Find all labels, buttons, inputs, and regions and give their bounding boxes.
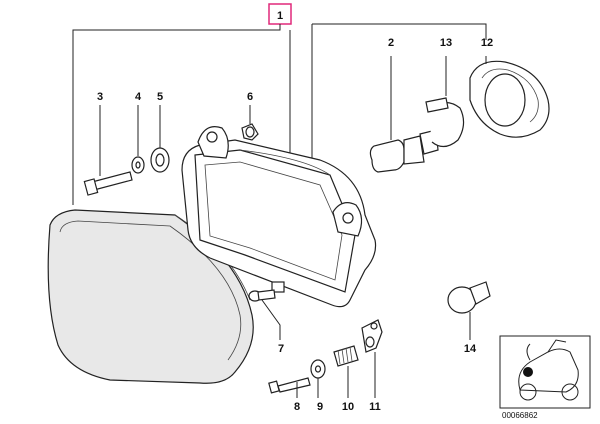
callout-7[interactable]: 7 — [278, 343, 284, 355]
part-6-bushing[interactable] — [241, 105, 259, 141]
reference-number: 00066862 — [502, 411, 538, 420]
callout-9[interactable]: 9 — [317, 401, 323, 413]
part-7-bolt[interactable] — [248, 289, 281, 340]
scooter-icon — [518, 339, 579, 401]
main-callout-label: 1 — [277, 10, 283, 22]
part-4-washer[interactable] — [131, 105, 145, 174]
callout-10[interactable]: 10 — [342, 401, 354, 413]
callout-labels: 2 3 4 5 6 7 8 9 10 11 12 13 14 — [97, 37, 493, 413]
part-10-spring[interactable] — [333, 345, 359, 398]
part-12-rubber-cap[interactable] — [469, 56, 550, 138]
part-9-washer[interactable] — [310, 359, 326, 398]
callout-8[interactable]: 8 — [294, 401, 300, 413]
part-2-bulb[interactable] — [369, 56, 439, 173]
callout-13[interactable]: 13 — [440, 37, 452, 49]
callout-1-bracket — [72, 23, 487, 245]
callout-3[interactable]: 3 — [97, 91, 103, 103]
part-3-screw[interactable] — [83, 105, 133, 196]
part-11-bracket[interactable] — [361, 319, 383, 398]
callout-6[interactable]: 6 — [247, 91, 253, 103]
part-13-retaining-clip[interactable] — [425, 56, 465, 148]
callout-5[interactable]: 5 — [157, 91, 163, 103]
highlight-dot — [523, 367, 533, 377]
reflector-housing[interactable] — [181, 126, 377, 308]
callout-14[interactable]: 14 — [464, 343, 477, 355]
callout-12[interactable]: 12 — [481, 37, 493, 49]
callout-2[interactable]: 2 — [388, 37, 394, 49]
callout-4[interactable]: 4 — [135, 91, 142, 103]
part-14-parking-bulb[interactable] — [447, 281, 491, 340]
part-8-screw[interactable] — [268, 377, 311, 398]
part-5-grommet[interactable] — [150, 105, 170, 173]
callout-11[interactable]: 11 — [369, 401, 381, 413]
location-thumbnail — [499, 335, 591, 409]
